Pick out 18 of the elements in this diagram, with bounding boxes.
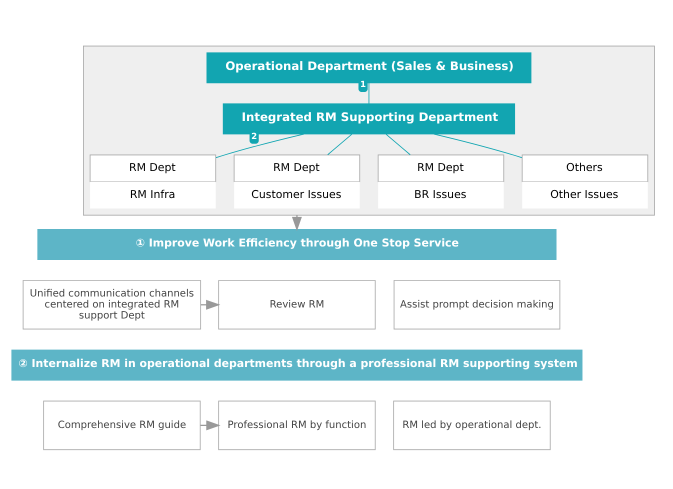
- connector: [216, 134, 304, 158]
- node-box: Comprehensive RM guide: [43, 400, 201, 450]
- connector: [386, 134, 411, 156]
- node-box: Review RM: [218, 280, 376, 330]
- connector: [433, 134, 522, 158]
- arrow: [200, 420, 221, 430]
- connector: [368, 82, 370, 104]
- node-box: ① Improve Work Efficiency through One Stop Service: [37, 229, 557, 260]
- edge-label: 1: [360, 79, 366, 90]
- edge-label: 2: [251, 130, 258, 141]
- cluster: [83, 46, 655, 216]
- node-box: Assist prompt decision making: [394, 280, 560, 330]
- connector: [327, 134, 352, 156]
- node-box: Unified communication channels centered on integrated RM support Dept: [22, 280, 202, 330]
- node-box: Professional RM by function: [218, 400, 376, 450]
- arrow: [200, 300, 220, 310]
- node-box: RM led by operational dept.: [393, 400, 551, 450]
- node-box: ② Internalize RM in operational departments through a professional RM supporting system: [11, 350, 582, 381]
